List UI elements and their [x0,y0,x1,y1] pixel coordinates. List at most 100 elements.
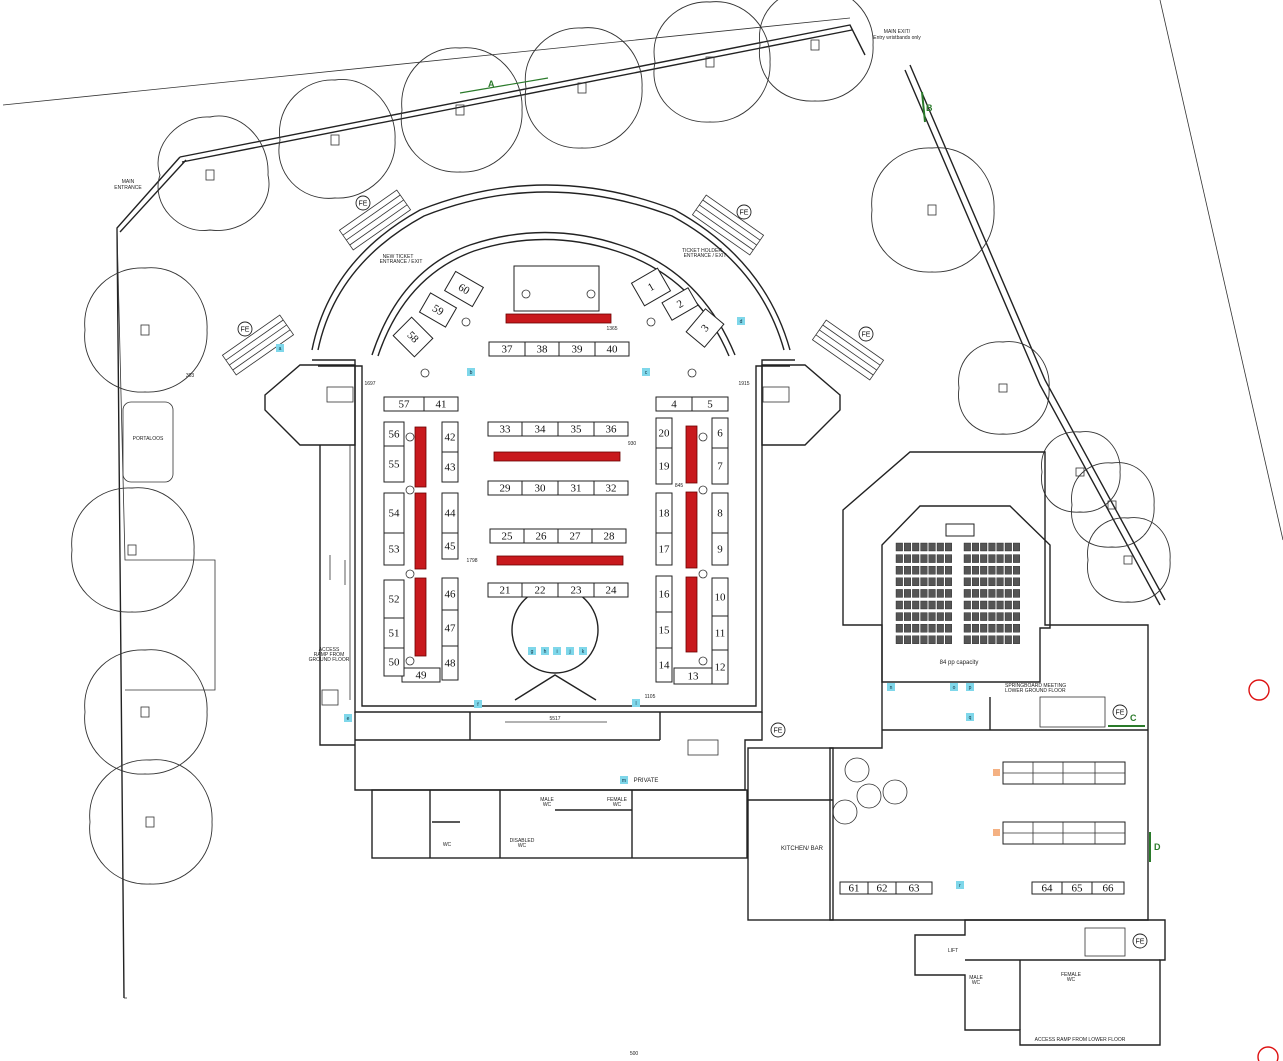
stand-11: 11 [711,615,729,651]
svg-text:FE: FE [774,727,783,734]
stand-number: 37 [502,344,514,356]
stand-7: 7 [711,447,729,485]
stand-number: 45 [445,541,457,553]
stand-9: 9 [711,532,729,566]
tree [157,115,270,231]
seating-block [895,542,1021,644]
stand-48: 48 [441,645,459,681]
svg-text:n: n [890,685,893,691]
stand-53: 53 [383,532,405,566]
marker-b: b [467,368,475,376]
marker-l: l [632,699,640,707]
stand-number: 15 [659,625,671,637]
tree [89,759,213,885]
dim-1105: 1105 [645,694,656,700]
text-labels: MAIN EXIT/ Entry wristbands only MAIN EN… [114,29,1126,1057]
stand-41: 41 [423,396,459,412]
red-tables [414,313,698,657]
stand-number: 31 [571,483,582,495]
stand-number: 57 [399,399,411,411]
stand-number: 26 [536,531,548,543]
stand-12: 12 [711,649,729,685]
zone-d: D [1154,842,1161,852]
stand-2: 2 [661,287,699,321]
stand-52: 52 [383,579,405,619]
stand-number: 55 [389,459,401,471]
stand-number: 23 [571,585,583,597]
stand-number: 8 [717,508,723,520]
new-ticket-sub-label: ENTRANCE / EXIT [380,259,423,265]
tree [71,487,195,613]
stand-57: 57 [383,396,425,412]
red-table [685,576,698,653]
stand-number: 1 [646,281,657,294]
stand-number: 10 [715,592,727,604]
svg-text:h: h [544,649,547,655]
stand-number: 53 [389,544,401,556]
stand-number: 36 [606,424,618,436]
dim-845: 845 [675,483,684,489]
stand-number: 41 [436,399,447,411]
stand-number: 46 [445,589,457,601]
stand-27: 27 [557,528,593,544]
marker-g: g [528,647,536,655]
fire-extinguisher: FE [237,321,253,337]
tree [278,79,396,199]
tree [84,267,208,393]
marker-q: q [966,713,974,721]
tree [653,1,771,123]
stand-number: 28 [604,531,616,543]
new-ticket-label: NEW TICKET [383,254,414,260]
fire-extinguisher: FE [858,326,874,342]
tree [871,147,995,273]
stand-number: 65 [1072,883,1084,895]
svg-text:g: g [531,649,534,655]
stand-44: 44 [441,492,459,534]
dim-930: 930 [628,441,637,447]
scale-label: 500 [630,1051,639,1057]
access-ramp-label-3: GROUND FLOOR [309,657,350,663]
stand-number: 66 [1103,883,1115,895]
stand-5: 5 [691,396,729,412]
stand-number: 34 [535,424,547,436]
stand-34: 34 [521,421,559,437]
stand-50: 50 [383,647,405,677]
zone-c: C [1130,713,1137,723]
stand-66: 66 [1091,881,1125,895]
stand-number: 22 [535,585,546,597]
marker-r: r [956,881,964,889]
stand-62: 62 [867,881,897,895]
main-entrance-sub-label: ENTRANCE [114,185,142,191]
tree [1071,462,1155,548]
springboard-label: SPRINGBOARD MEETING [1005,683,1066,689]
stand-37: 37 [488,341,526,357]
stand-number: 35 [571,424,583,436]
private-label: PRIVATE [634,778,659,784]
female-wc-lower-sub-label: WC [1067,977,1076,983]
main-exit-sub-label: Entry wristbands only [873,35,921,41]
red-table [414,426,427,488]
stand-13: 13 [673,667,713,685]
marker-p: p [966,683,974,691]
stand-25: 25 [489,528,525,544]
svg-text:FE: FE [241,326,250,333]
red-table [685,491,698,569]
svg-text:b: b [470,370,473,376]
stand-14: 14 [655,647,673,683]
dim-1697: 1697 [364,381,375,387]
stand-number: 39 [572,344,584,356]
stand-55: 55 [383,445,405,483]
stand-28: 28 [591,528,627,544]
zone-a: A [488,79,495,89]
dim-1798: 1798 [466,558,477,564]
stand-number: 27 [570,531,582,543]
svg-text:o: o [953,685,956,691]
svg-text:FE: FE [359,200,368,207]
annex [747,451,1166,1046]
access-ramp-label: ACCESS [319,647,340,653]
marker-k: k [579,647,587,655]
tree [400,47,523,173]
stand-number: 50 [389,657,401,669]
